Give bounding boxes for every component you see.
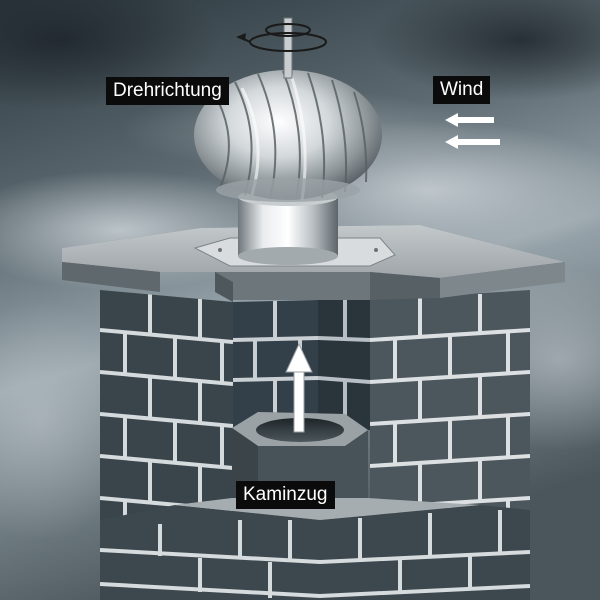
label-rotation-direction: Drehrichtung [106,77,229,105]
spiral-arrow-icon [236,23,327,52]
arrow-left-icon [445,113,500,149]
label-wind: Wind [433,76,491,104]
label-chimney-draft: Kaminzug [236,481,335,509]
cowl-base-plate [193,188,396,267]
chimney-front-face [100,498,530,600]
arrow-up-icon [285,342,313,433]
rotating-cowl-ball [194,17,382,202]
